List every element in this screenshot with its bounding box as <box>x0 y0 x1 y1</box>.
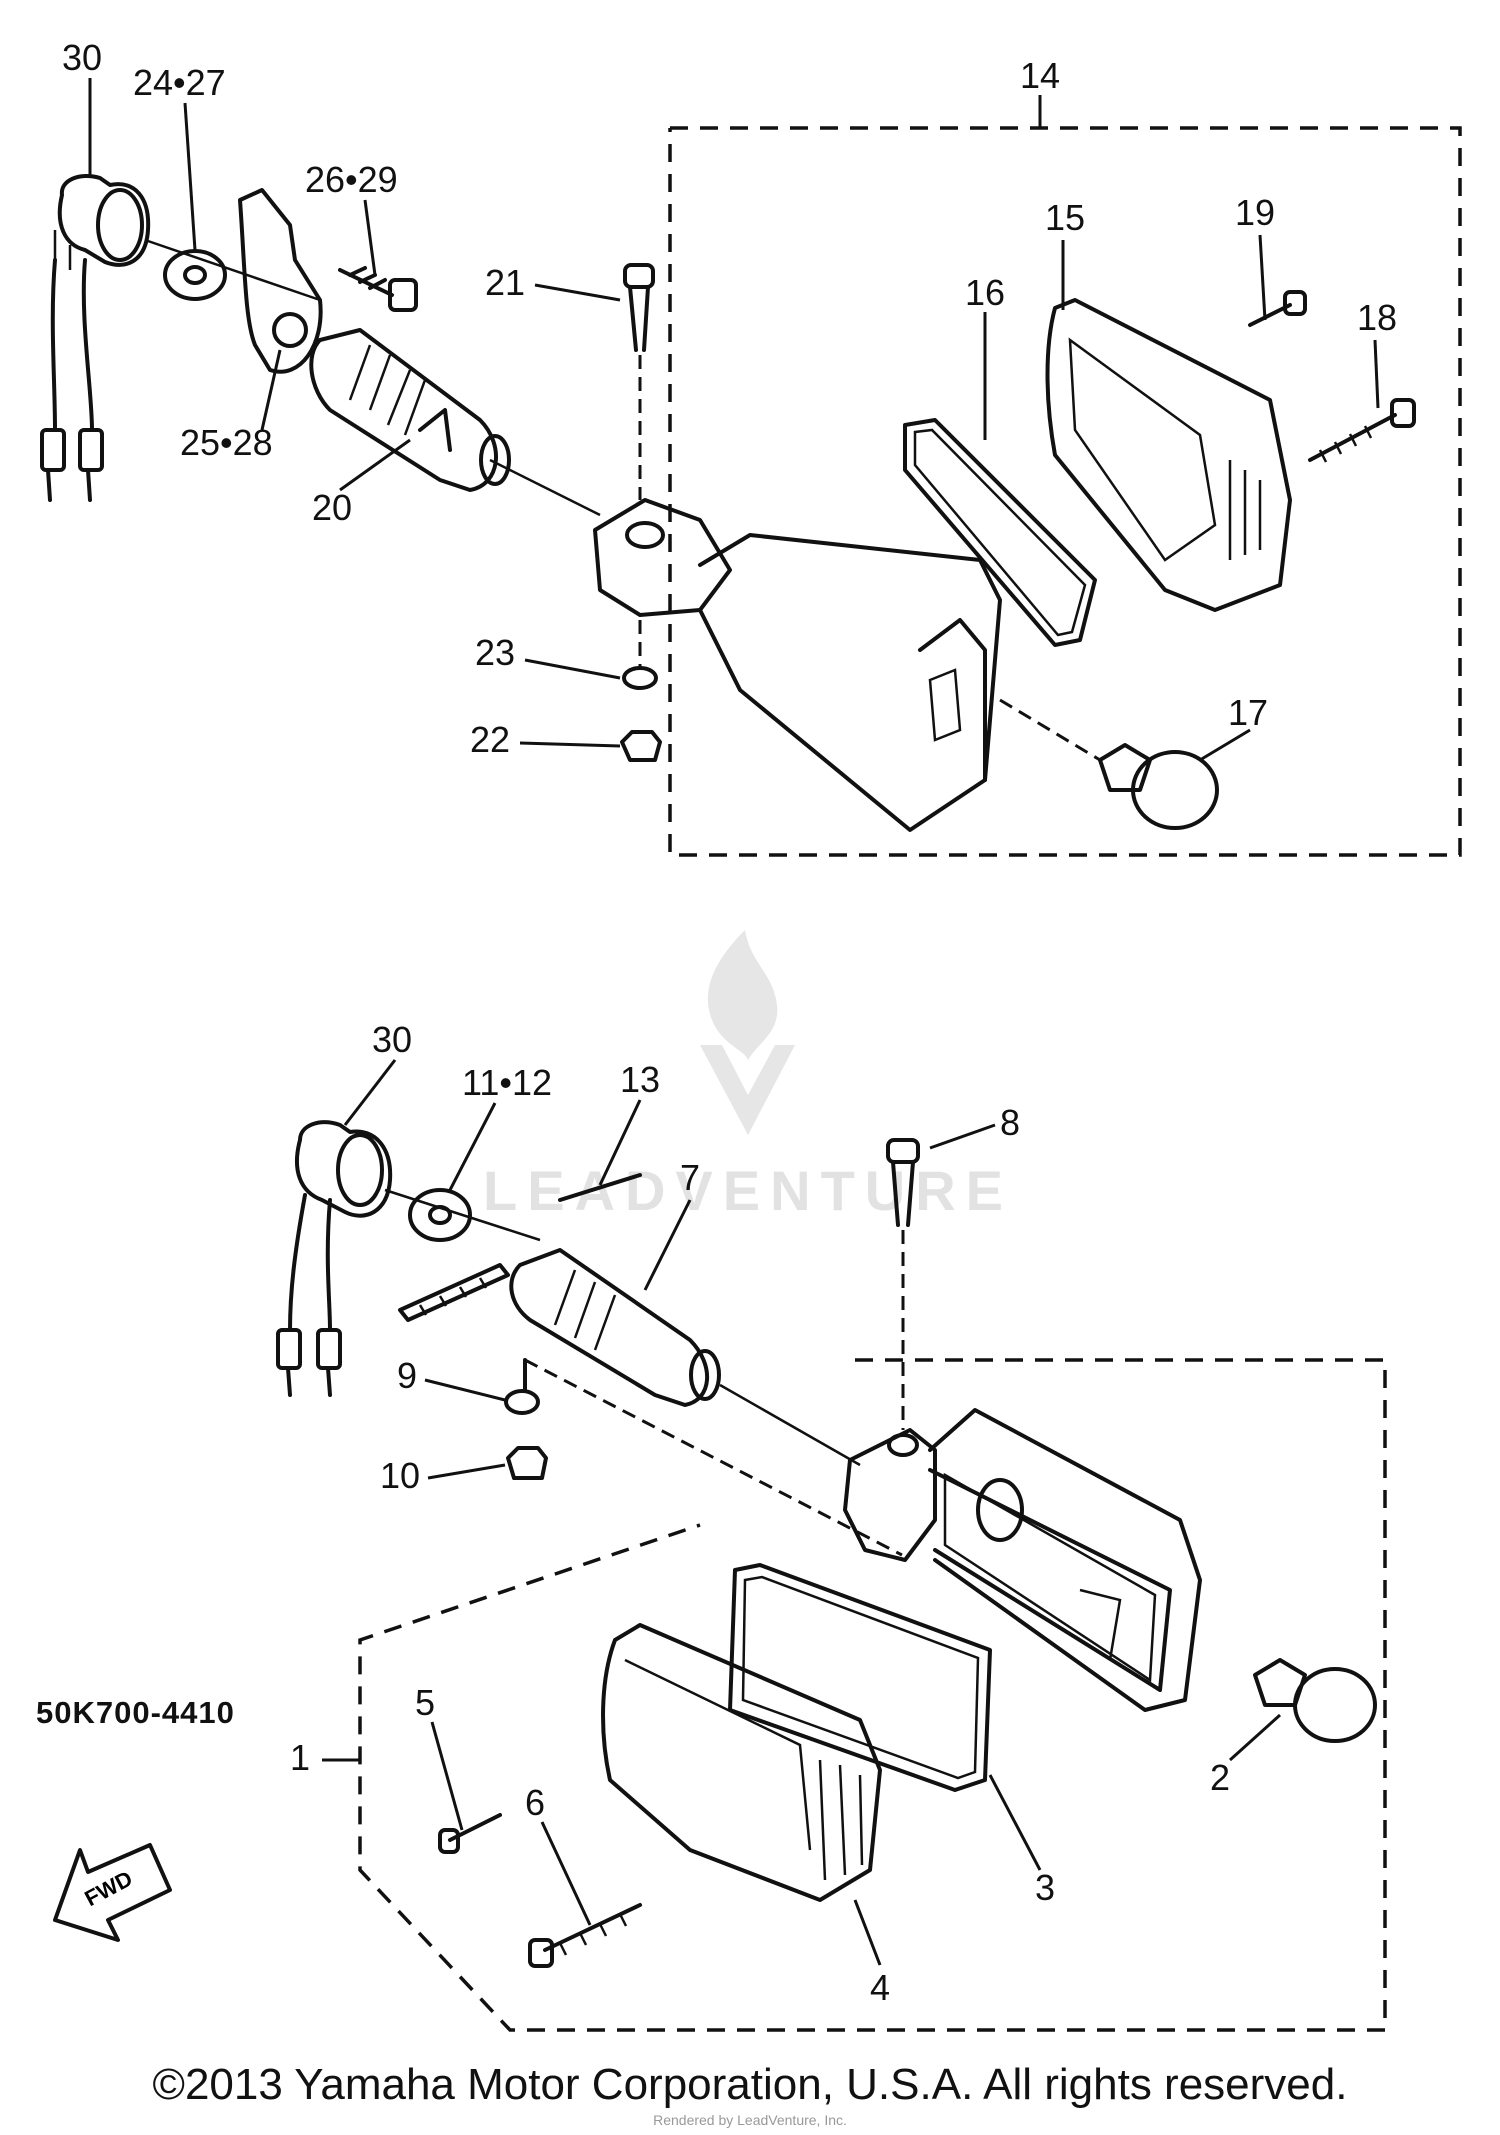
part-15-lens <box>1045 298 1292 612</box>
label-19: 19 <box>1235 192 1275 233</box>
part-19-screw <box>1248 290 1307 327</box>
label-6: 6 <box>525 1782 545 1823</box>
top-labels: 30 24•27 26•29 25•28 20 21 23 22 14 15 1… <box>62 37 1397 762</box>
part-3-gasket <box>728 1563 992 1792</box>
label-21: 21 <box>485 262 525 303</box>
part-30-grommet-bottom <box>276 1120 393 1397</box>
label-1: 1 <box>290 1737 310 1778</box>
part-2-bulb <box>1253 1658 1377 1743</box>
kit-1-boundary <box>358 1358 1387 2032</box>
part-18-screw <box>1308 398 1416 463</box>
part-22-nut <box>620 730 662 762</box>
label-14: 14 <box>1020 55 1060 96</box>
rendered-by-notice: Rendered by LeadVenture, Inc. <box>653 2112 847 2128</box>
label-13: 13 <box>620 1059 660 1100</box>
label-24-27: 24•27 <box>133 62 226 103</box>
part-30-grommet-top <box>40 174 151 502</box>
label-16: 16 <box>965 272 1005 313</box>
signal-body-top <box>593 498 1002 832</box>
label-7: 7 <box>680 1157 700 1198</box>
leadventure-watermark: LEADVENTURE <box>483 930 1013 1222</box>
label-11-12: 11•12 <box>462 1062 552 1103</box>
part-23-washer <box>622 666 658 690</box>
bottom-labels: 30 11•12 13 7 8 9 10 1 2 3 4 5 6 <box>290 1019 1282 2008</box>
label-18: 18 <box>1357 297 1397 338</box>
label-30-top: 30 <box>62 37 102 78</box>
part-24-27-grommet <box>163 249 227 301</box>
label-25-28: 25•28 <box>180 422 273 463</box>
part-6-screw <box>528 1903 642 1968</box>
part-4-lens <box>601 1623 882 1902</box>
label-4: 4 <box>870 1967 890 2008</box>
part-7-socket <box>509 1248 721 1407</box>
diagram-code: 50K700-4410 <box>36 1695 235 1730</box>
top-assembly <box>40 126 1462 857</box>
part-9-washer <box>504 1389 540 1415</box>
part-10-nut <box>506 1446 548 1480</box>
label-30-bottom: 30 <box>372 1019 412 1060</box>
label-26-29: 26•29 <box>305 159 398 200</box>
label-5: 5 <box>415 1682 435 1723</box>
label-2: 2 <box>1210 1757 1230 1798</box>
label-23: 23 <box>475 632 515 673</box>
kit-14-boundary <box>668 126 1462 857</box>
label-10: 10 <box>380 1455 420 1496</box>
part-21-bolt <box>623 263 655 500</box>
label-3: 3 <box>1035 1867 1055 1908</box>
signal-housing-bottom <box>843 1408 1202 1712</box>
label-20: 20 <box>312 487 352 528</box>
watermark-text: LEADVENTURE <box>483 1159 1013 1222</box>
copyright-notice: ©2013 Yamaha Motor Corporation, U.S.A. A… <box>152 2060 1348 2109</box>
part-20-socket <box>309 328 511 492</box>
part-25-28-bracket <box>238 188 323 374</box>
part-13-band <box>398 1173 642 1322</box>
part-5-screw <box>438 1813 502 1854</box>
label-17: 17 <box>1228 692 1268 733</box>
fwd-arrow-icon: FWD <box>53 1843 172 1942</box>
bottom-assembly: FWD <box>53 1120 1387 2032</box>
part-11-12-grommet <box>408 1188 472 1242</box>
part-8-bolt <box>886 1138 920 1430</box>
part-17-bulb <box>999 698 1219 830</box>
label-22: 22 <box>470 719 510 760</box>
label-8: 8 <box>1000 1102 1020 1143</box>
label-9: 9 <box>397 1355 417 1396</box>
part-26-29-bolt <box>338 266 418 312</box>
label-15: 15 <box>1045 197 1085 238</box>
part-16-gasket <box>903 418 1097 647</box>
